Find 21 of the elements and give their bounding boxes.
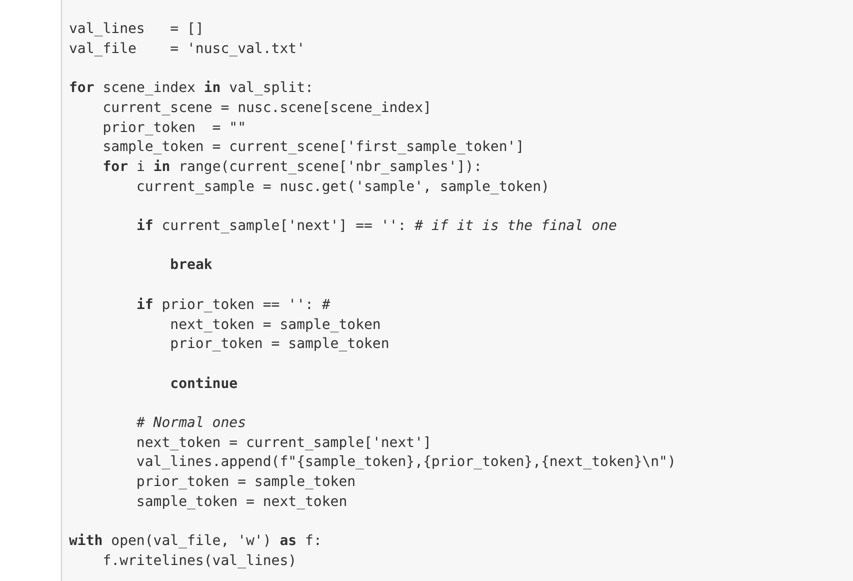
code-line: next_token = current_sample['next']: [135, 434, 432, 452]
code-line: prior_token = sample_token: [169, 335, 390, 354]
code-line: next_token = sample_token: [169, 316, 381, 334]
code-line: if prior_token == '': #: [135, 296, 330, 314]
code-line: sample_token = next_token: [135, 492, 348, 511]
code-line: current_scene = nusc.scene[scene_index]: [102, 98, 432, 117]
code-line: f.writelines(val_lines): [102, 552, 297, 570]
code-line: current_sample = nusc.get('sample', sample_token): [135, 178, 550, 196]
code-line: prior_token = sample_token: [135, 473, 356, 492]
code-line: continue: [169, 374, 238, 393]
code-line: val_lines = []: [69, 20, 204, 38]
code-line: # Normal ones: [135, 414, 246, 432]
code-line: val_lines.append(f"{sample_token},{prior_token},{next_token}\n"): [135, 453, 676, 472]
code-line: for scene_index in val_split:: [69, 79, 314, 98]
code-line: with open(val_file, 'w') as f:: [69, 532, 322, 550]
code-line: sample_token = current_scene['first_sample_token']: [102, 138, 524, 156]
code-line: for i in range(current_scene['nbr_samples']):: [102, 158, 482, 176]
code-line: if current_sample['next'] == '': # if it is the final one: [135, 217, 617, 235]
code-line: break: [169, 256, 212, 274]
code-line: val_file = 'nusc_val.txt': [69, 40, 306, 58]
code-line: prior_token = "": [102, 118, 246, 136]
